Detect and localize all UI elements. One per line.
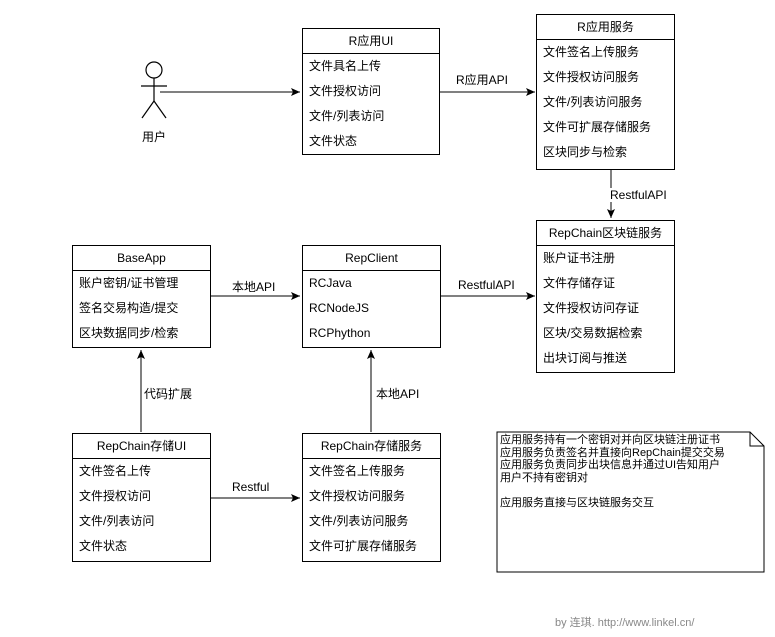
r-service-item: 文件可扩展存储服务 (543, 120, 652, 134)
note-text: 应用服务持有一个密钥对并向区块链注册证书 应用服务负责签名并直接向RepChai… (500, 434, 725, 509)
storage-service-item: 文件/列表访问服务 (309, 514, 409, 528)
note-line (500, 484, 725, 497)
storage-service-item: 文件可扩展存储服务 (309, 539, 418, 553)
r-ui-item: 文件/列表访问 (309, 109, 385, 123)
baseapp-box: BaseApp 账户密钥/证书管理 签名交易构造/提交 区块数据同步/检索 (72, 245, 211, 348)
edge-label-local-api-vertical: 本地API (374, 385, 422, 402)
storage-ui-item: 文件授权访问 (79, 489, 152, 503)
baseapp-item: 区块数据同步/检索 (79, 326, 179, 340)
storage-service-item: 文件授权访问服务 (309, 489, 406, 503)
r-service-item: 文件/列表访问服务 (543, 95, 643, 109)
note-fold (749, 432, 764, 447)
user-actor-icon (141, 61, 167, 119)
r-service-box: R应用服务 文件签名上传服务 文件授权访问服务 文件/列表访问服务 文件可扩展存… (536, 14, 675, 170)
repchain-service-item: 文件存储存证 (543, 276, 616, 290)
r-ui-box: R应用UI 文件具名上传 文件授权访问 文件/列表访问 文件状态 (302, 28, 440, 155)
baseapp-title: BaseApp (73, 246, 210, 271)
r-service-item: 文件签名上传服务 (543, 45, 640, 59)
baseapp-item: 账户密钥/证书管理 (79, 276, 179, 290)
baseapp-item: 签名交易构造/提交 (79, 301, 179, 315)
edge-label-local-api-horizontal: 本地API (232, 278, 276, 295)
repclient-item: RCJava (309, 276, 352, 290)
r-ui-item: 文件具名上传 (309, 59, 382, 73)
repclient-item: RCPhython (309, 326, 371, 340)
repchain-service-item: 账户证书注册 (543, 251, 616, 265)
storage-ui-title: RepChain存储UI (73, 434, 210, 459)
repclient-item: RCNodeJS (309, 301, 370, 315)
edge-label-restful-api-horizontal: RestfulAPI (458, 278, 515, 292)
storage-ui-box: RepChain存储UI 文件签名上传 文件授权访问 文件/列表访问 文件状态 (72, 433, 211, 562)
repchain-service-item: 区块/交易数据检索 (543, 326, 643, 340)
r-ui-item: 文件状态 (309, 134, 358, 148)
edge-label-r-api: R应用API (456, 71, 509, 88)
edge-label-code-extend: 代码扩展 (142, 385, 195, 402)
note-line: 应用服务负责签名并直接向RepChain提交交易 (500, 446, 725, 459)
r-ui-title: R应用UI (303, 29, 439, 54)
note-line: 应用服务负责同步出块信息并通过UI告知用户 (500, 459, 720, 471)
note-line: 用户不持有密钥对 (500, 471, 588, 484)
repchain-service-box: RepChain区块链服务 账户证书注册 文件存储存证 文件授权访问存证 区块/… (536, 220, 675, 373)
edge-label-restful-api-vertical: RestfulAPI (609, 188, 668, 202)
r-ui-item: 文件授权访问 (309, 84, 382, 98)
repchain-service-item: 出块订阅与推送 (543, 351, 628, 365)
actor-label: 用户 (142, 130, 167, 144)
repclient-box: RepClient RCJava RCNodeJS RCPhython (302, 245, 441, 348)
note-line: 应用服务直接与区块链服务交互 (500, 496, 654, 509)
note-line: 应用服务持有一个密钥对并向区块链注册证书 (500, 434, 720, 446)
r-service-item: 文件授权访问服务 (543, 70, 640, 84)
credit-text: by 连琪. http://www.linkel.cn/ (555, 617, 695, 629)
repchain-service-title: RepChain区块链服务 (537, 221, 674, 246)
r-service-title: R应用服务 (537, 15, 674, 40)
repclient-title: RepClient (303, 246, 440, 271)
r-service-item: 区块同步与检索 (543, 145, 628, 159)
note-shape (496, 431, 765, 573)
storage-ui-item: 文件状态 (79, 539, 128, 553)
edge-label-restful: Restful (232, 480, 270, 494)
storage-ui-item: 文件签名上传 (79, 464, 152, 478)
storage-service-title: RepChain存储服务 (303, 434, 440, 459)
storage-ui-item: 文件/列表访问 (79, 514, 155, 528)
storage-service-item: 文件签名上传服务 (309, 464, 406, 478)
storage-service-box: RepChain存储服务 文件签名上传服务 文件授权访问服务 文件/列表访问服务… (302, 433, 441, 562)
repchain-service-item: 文件授权访问存证 (543, 301, 640, 315)
